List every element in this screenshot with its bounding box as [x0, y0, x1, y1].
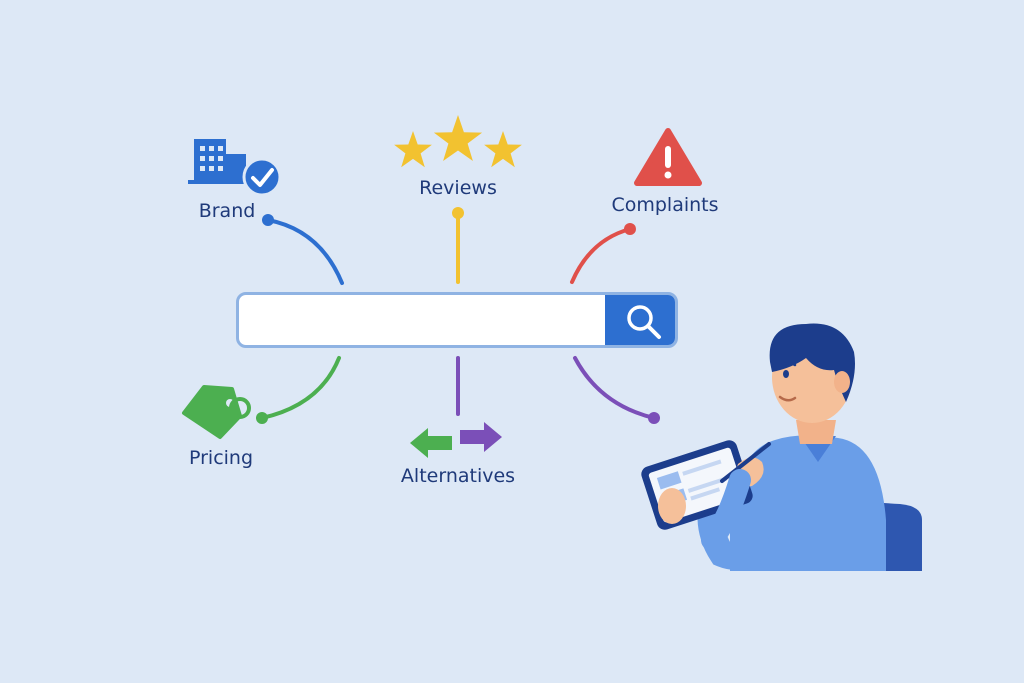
- building-check-icon: [188, 139, 282, 197]
- label-alternatives: Alternatives: [400, 465, 516, 487]
- connector-reviews: [452, 207, 464, 284]
- connector-complaints: [570, 223, 636, 284]
- connector-pricing: [256, 356, 341, 424]
- label-pricing: Pricing: [188, 447, 254, 469]
- person-illustration: [641, 323, 922, 571]
- search-button[interactable]: [605, 295, 675, 345]
- label-brand: Brand: [198, 200, 256, 222]
- warning-triangle-icon: [634, 128, 702, 186]
- search-input[interactable]: [239, 295, 609, 345]
- connector-person: [573, 356, 660, 424]
- search-bar: [236, 292, 678, 348]
- stars-icon: [394, 115, 522, 168]
- connector-brand: [262, 214, 344, 285]
- price-tag-icon: [182, 385, 251, 439]
- label-reviews: Reviews: [419, 177, 497, 199]
- swap-arrows-icon: [410, 422, 502, 458]
- label-complaints: Complaints: [611, 194, 719, 216]
